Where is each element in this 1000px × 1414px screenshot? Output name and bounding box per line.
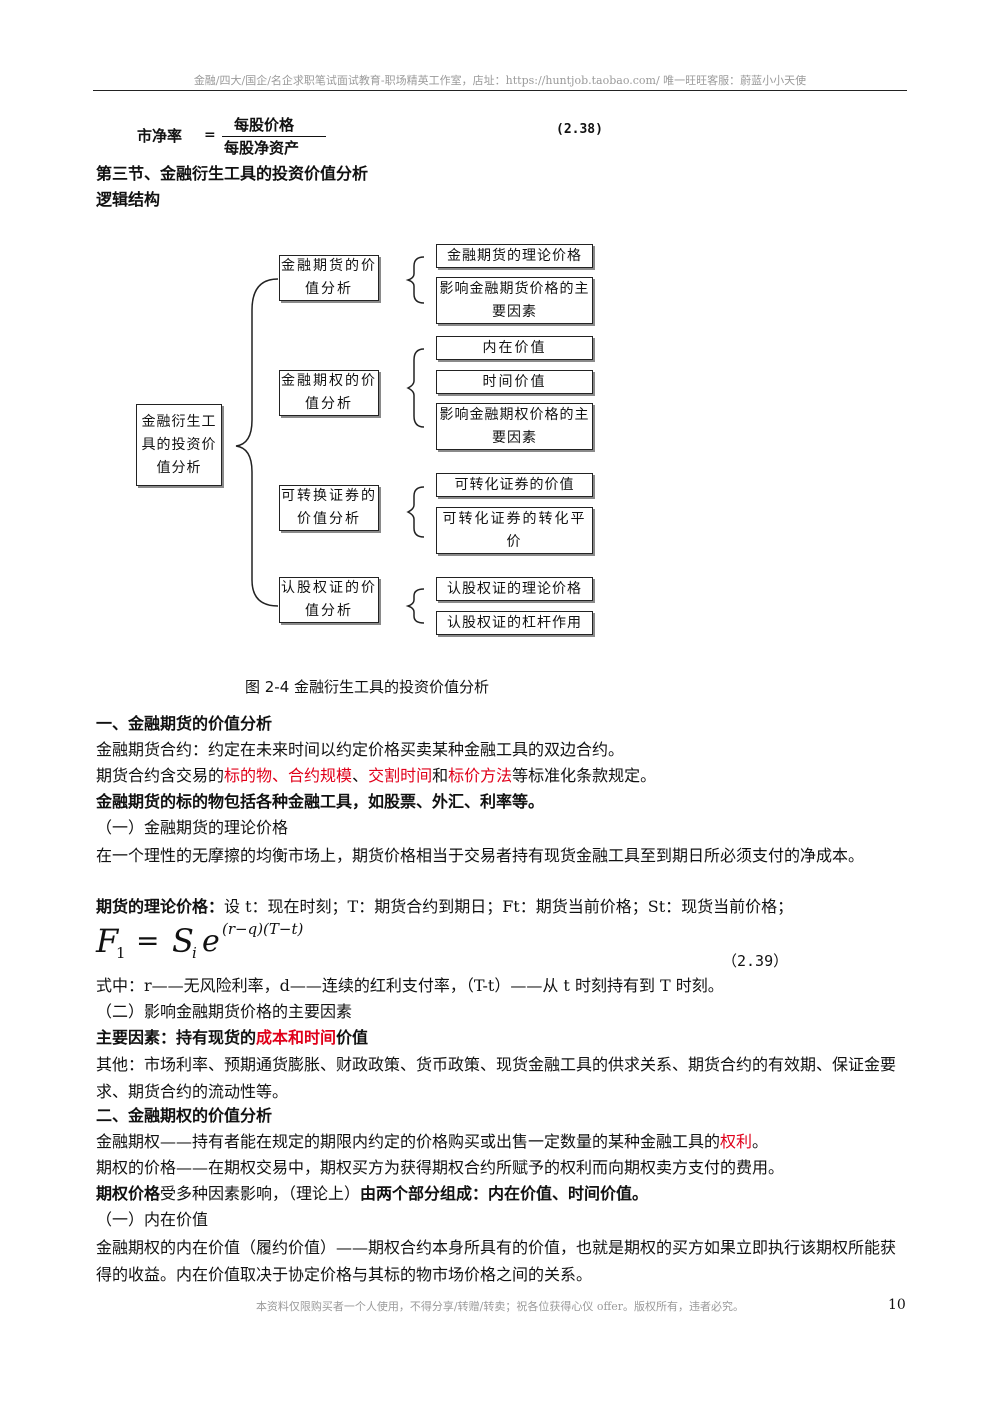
branch-warrant-box: 认股权证的价值分析 <box>279 577 379 623</box>
leaf-futures-factors-box: 影响金融期货价格的主要因素 <box>436 277 593 324</box>
page-header: 金融/四大/国企/名企求职笔试面试教育-职场精英工作室，店址：https://h… <box>193 74 807 87</box>
formula-denominator: 每股净资产 <box>224 139 300 157</box>
para-theory-definition: 期货的理论价格：设 t：现在时刻；T：期货合约到期日；Ft：期货当前价格；St：… <box>96 897 794 916</box>
leaf-options-factors-box: 影响金融期权价格的主要因素 <box>436 403 593 450</box>
section-title: 第三节、金融衍生工具的投资价值分析 <box>96 164 369 183</box>
leaf-time-value-box: 时间价值 <box>436 370 593 394</box>
leaf-futures-theory-box: 金融期货的理论价格 <box>436 244 593 268</box>
para-other-factors: 其他：市场利率、预期通货膨胀、财政政策、货币政策、现货金融工具的供求关系、期货合… <box>96 1055 897 1101</box>
para-standard-terms: 期货合约含交易的标的物、合约规模、交割时间和标价方法等标准化条款规定。 <box>96 766 657 785</box>
formula-239: F 1 = S i e (r−q)(T−t) <box>96 920 304 962</box>
leaf-warrant-theory-box: 认股权证的理论价格 <box>436 577 593 601</box>
header-rule <box>93 90 907 91</box>
diagram-brackets <box>235 256 425 624</box>
figure-caption: 图 2-4 金融衍生工具的投资价值分析 <box>245 678 490 696</box>
leaf-warrant-leverage-box: 认股权证的杠杆作用 <box>436 611 593 635</box>
para-futures-contract: 金融期货合约：约定在未来时间以约定价格买卖某种金融工具的双边合约。 <box>96 740 625 759</box>
para-option-definition: 金融期权——持有者能在规定的期限内约定的价格购买或出售一定数量的某种金融工具的权… <box>96 1132 769 1151</box>
subheading-theory-price: （一）金融期货的理论价格 <box>96 818 289 837</box>
subheading-factors: （二）影响金融期货价格的主要因素 <box>96 1002 353 1021</box>
page-footer: 本资料仅限购买者一个人使用，不得分享/转赠/转卖；祝各位获得心仪 offer。版… <box>255 1300 745 1313</box>
branch-futures-box: 金融期货的价值分析 <box>279 255 379 301</box>
leaf-convertible-value-box: 可转化证券的价值 <box>436 473 593 497</box>
branch-options-box: 金融期权的价值分析 <box>279 370 379 416</box>
leaf-intrinsic-value-box: 内在价值 <box>436 336 593 360</box>
leaf-convertible-parity-box: 可转化证券的转化平价 <box>436 507 593 554</box>
para-symbols: 式中：r——无风险利率，d——连续的红利支付率，（T-t）——从 t 时刻持有到… <box>96 976 724 995</box>
formula-numerator: 每股价格 <box>234 116 295 134</box>
diagram-root-box: 金融衍生工具的投资价值分析 <box>136 404 222 486</box>
logic-title: 逻辑结构 <box>96 190 161 209</box>
formula-equals: = <box>204 127 216 143</box>
logic-diagram: 金融衍生工具的投资价值分析 金融期货的价值分析 金融期权的价值分析 可转换证券的… <box>0 0 1000 700</box>
heading-futures: 一、金融期货的价值分析 <box>96 714 273 733</box>
para-option-components: 期权价格受多种因素影响，（理论上）由两个部分组成：内在价值、时间价值。 <box>96 1184 649 1203</box>
branch-convertible-box: 可转换证券的价值分析 <box>279 485 379 531</box>
formula-239-number: （2.39） <box>722 952 789 970</box>
para-option-price: 期权的价格——在期权交易中，期权买方为获得期权合约所赋予的权利而向期权卖方支付的… <box>96 1158 785 1177</box>
heading-options: 二、金融期权的价值分析 <box>96 1106 273 1125</box>
formula-label: 市净率 <box>137 127 183 145</box>
formula-number: (2.38) <box>556 122 603 137</box>
page-number: 10 <box>888 1297 906 1313</box>
subheading-intrinsic: （一）内在价值 <box>96 1210 209 1229</box>
para-underlying: 金融期货的标的物包括各种金融工具，如股票、外汇、利率等。 <box>96 792 545 811</box>
para-intrinsic-value: 金融期权的内在价值（履约价值）——期权合约本身所具有的价值，也就是期权的买方如果… <box>96 1238 897 1284</box>
para-net-cost: 在一个理性的无摩擦的均衡市场上，期货价格相当于交易者持有现货金融工具至到期日所必… <box>96 846 865 865</box>
fraction-bar <box>222 136 326 137</box>
para-main-factors: 主要因素：持有现货的成本和时间价值 <box>96 1028 369 1047</box>
